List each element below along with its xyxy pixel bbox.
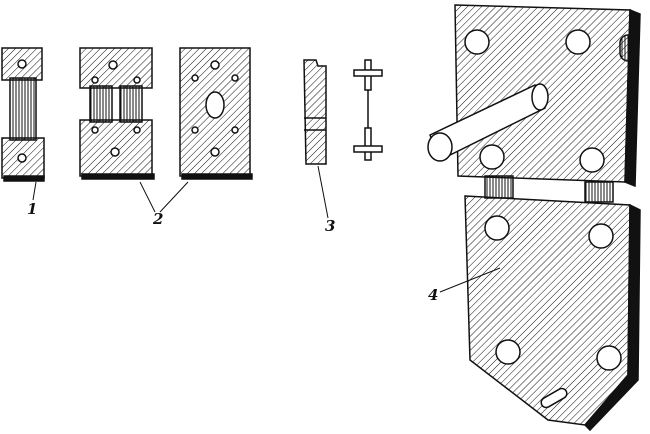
part-2-clamp-a <box>79 47 155 180</box>
label-part-2: 2 <box>153 210 164 228</box>
part-3-pin <box>353 59 383 161</box>
label-part-1: 1 <box>27 200 38 218</box>
leader-lines <box>32 165 501 293</box>
part-1-clamp <box>1 47 45 182</box>
part-2-clamp-b <box>179 47 253 180</box>
part-3-strip <box>303 59 327 165</box>
label-part-4: 4 <box>428 286 439 304</box>
part-4-hinge <box>427 4 641 432</box>
label-part-3: 3 <box>325 217 336 235</box>
